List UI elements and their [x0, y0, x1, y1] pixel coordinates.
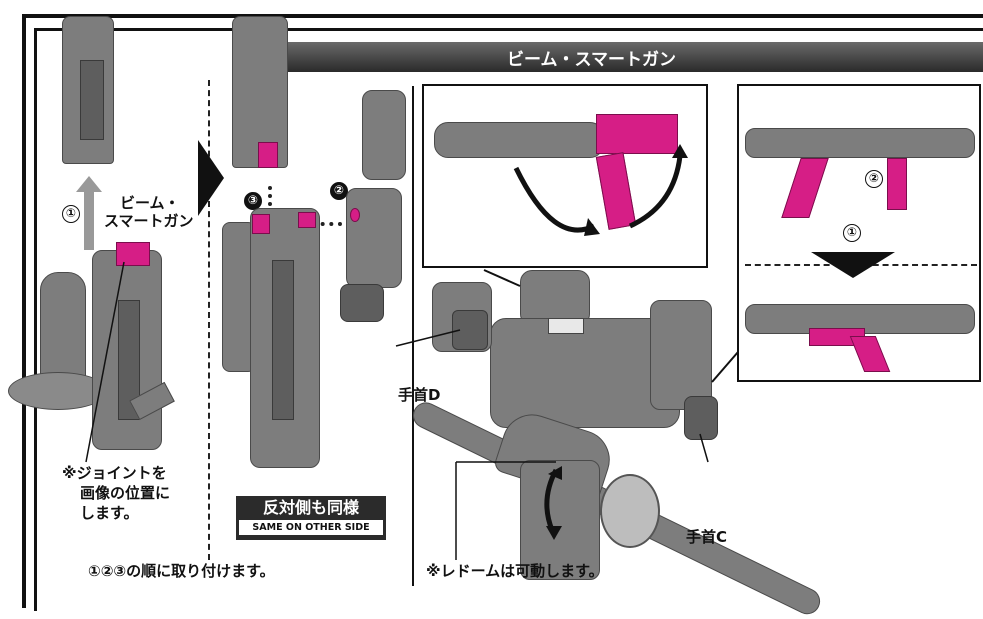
joint-note-line3: します。 — [80, 504, 139, 522]
joint-note-line1: ※ジョイントを — [62, 464, 167, 482]
badge-jp: 反対側も同様 — [262, 498, 359, 517]
mecha-torso — [490, 318, 680, 428]
down-arrow — [811, 252, 895, 278]
inner-frame — [34, 28, 983, 611]
shield — [40, 272, 86, 382]
radome-move-arrow — [395, 269, 739, 560]
badge-en: SAME ON OTHER SIDE — [239, 520, 383, 535]
inset-step2-marker: ② — [865, 170, 883, 188]
same-other-side-badge: 反対側も同様 SAME ON OTHER SIDE — [236, 496, 386, 540]
radome-disc — [600, 474, 660, 548]
gun-barrel — [434, 122, 604, 158]
mecha-shoulder-right — [650, 300, 712, 410]
wrist-c — [684, 396, 718, 440]
inset-fold-steps: ② ① — [737, 84, 981, 382]
joint-leader-line — [85, 261, 125, 463]
divider-solid-mid — [412, 86, 414, 586]
section-title-bar: ビーム・スマートガン — [260, 42, 983, 72]
part-label-line1: ビーム・ — [120, 194, 180, 212]
joint-pink-mid-right — [298, 212, 316, 228]
up-arrow-head — [76, 176, 102, 192]
joint-pink-left — [116, 242, 150, 266]
up-arrow — [84, 190, 94, 250]
backpack-detail-mid — [272, 260, 294, 420]
step1-marker: ① — [62, 205, 80, 223]
mecha-visor — [548, 318, 584, 334]
smart-gun-detail — [80, 60, 104, 140]
backpack-detail — [118, 300, 140, 420]
order-note: ①②③の順に取り付けます。 — [88, 562, 275, 580]
grip-pink-top — [887, 158, 907, 210]
wrist-d — [452, 310, 488, 350]
joint-pink-mid-top — [258, 142, 278, 168]
joint-pink-arm — [350, 208, 360, 222]
joint-pink-mid — [252, 214, 270, 234]
step3-arrow — [268, 186, 272, 206]
grip-pink — [596, 114, 678, 154]
wrist-d-label: 手首D — [398, 386, 441, 404]
section-title: ビーム・スマートガン — [507, 49, 676, 70]
inset-grip-rotate — [422, 84, 708, 268]
divider-dashed-left — [208, 80, 210, 560]
wrist-c-label: 手首C — [686, 528, 728, 546]
rotate-arrow — [513, 144, 688, 236]
inset-step1-marker: ① — [843, 224, 861, 242]
stand-base — [8, 372, 108, 410]
part-label-line2: スマートガン — [104, 212, 194, 230]
step2-arrow — [312, 222, 342, 226]
radome-note: ※レドームは可動します。 — [426, 562, 604, 580]
inset-barrel-top — [745, 128, 975, 158]
outer-frame — [22, 14, 983, 608]
mecha-head — [520, 270, 590, 326]
mecha-leg — [520, 460, 600, 580]
joint-note-line2: 画像の位置に — [80, 484, 171, 502]
hand — [340, 284, 384, 322]
arm-upper — [362, 90, 406, 180]
panel-arrow-right — [198, 140, 224, 216]
